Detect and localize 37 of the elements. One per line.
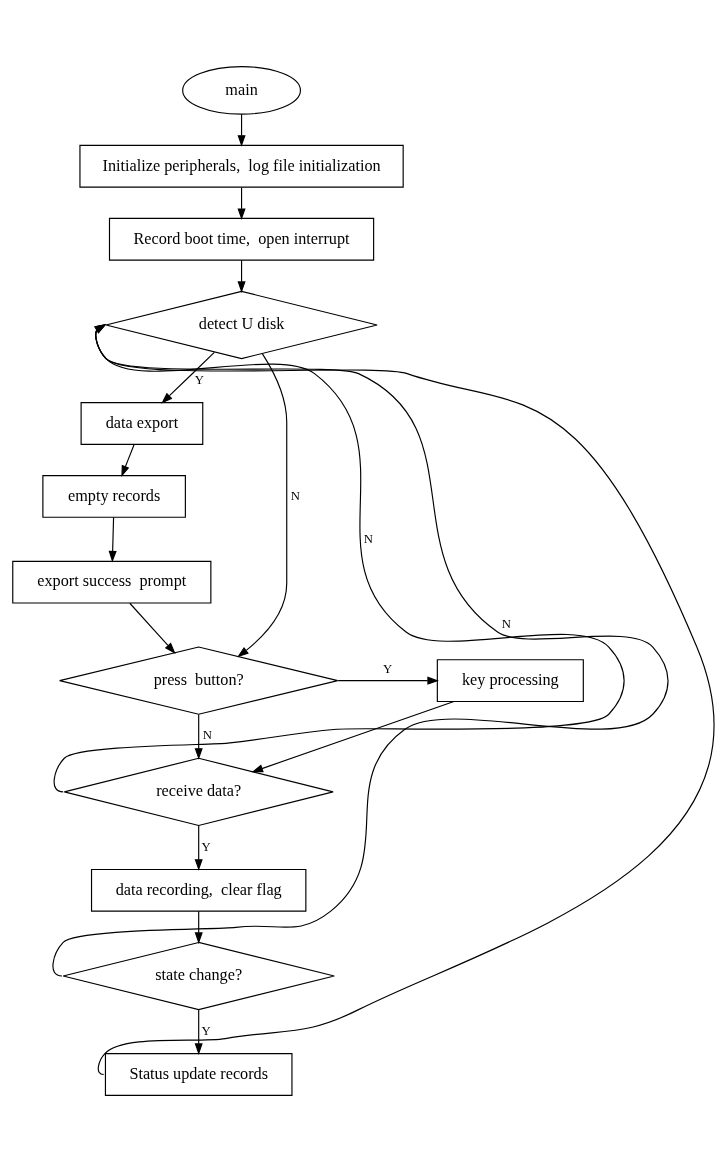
arrow bbox=[251, 700, 455, 773]
edge-label: N bbox=[290, 488, 301, 503]
node-box: export success prompt bbox=[12, 560, 212, 604]
edge-label: N bbox=[363, 531, 374, 546]
arrow bbox=[194, 824, 203, 871]
node-box: empty records bbox=[42, 475, 186, 518]
arrow bbox=[237, 113, 246, 147]
edge-label: Y bbox=[201, 1023, 211, 1038]
arrow bbox=[237, 353, 288, 658]
arrow bbox=[94, 324, 714, 1076]
node-box: Record boot time, open interrupt bbox=[108, 217, 375, 261]
arrow bbox=[52, 324, 669, 977]
edge-label: N bbox=[501, 617, 511, 632]
node-diamond: receive data? bbox=[63, 757, 334, 827]
node-box: data recording, clear flag bbox=[90, 868, 307, 912]
arrow bbox=[237, 186, 246, 220]
node-box: Initialize peripherals, log file initialization bbox=[79, 144, 404, 188]
node-diamond: state change? bbox=[62, 941, 335, 1011]
arrow bbox=[53, 324, 625, 793]
edge-label: Y bbox=[194, 372, 204, 387]
node-ellipse: main bbox=[182, 66, 301, 115]
node-box: Status update records bbox=[104, 1053, 293, 1096]
arrow bbox=[108, 516, 117, 563]
arrow bbox=[194, 713, 203, 760]
node-box: data export bbox=[80, 402, 204, 445]
arrow bbox=[121, 444, 135, 478]
arrow bbox=[237, 259, 246, 293]
edge-label: Y bbox=[201, 839, 211, 854]
arrow bbox=[337, 676, 439, 685]
arrow bbox=[161, 351, 215, 404]
node-box: key processing bbox=[436, 659, 584, 703]
arrow bbox=[194, 910, 203, 944]
arrow bbox=[129, 602, 176, 654]
arrow bbox=[194, 1009, 203, 1055]
edge-label: N bbox=[202, 728, 212, 743]
edge-label: Y bbox=[382, 662, 393, 677]
node-diamond: detect U disk bbox=[105, 290, 378, 360]
